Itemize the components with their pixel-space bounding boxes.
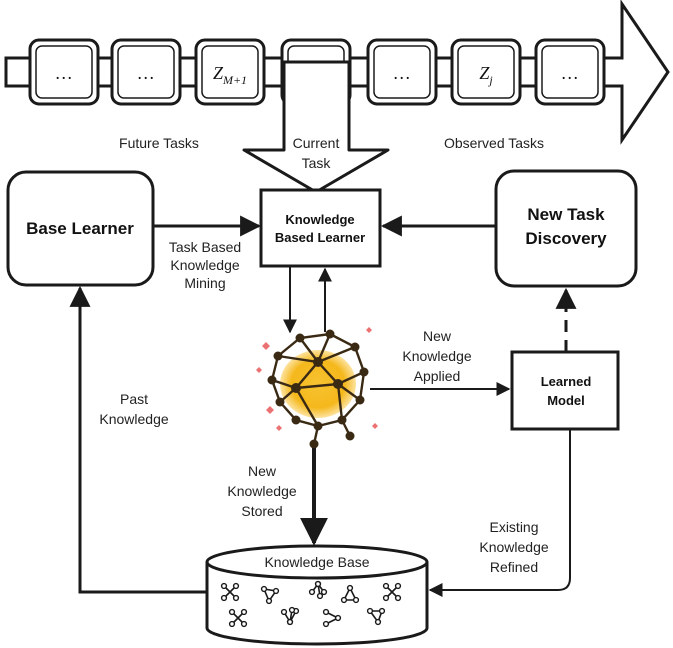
label-mining-line1: Task Based [169, 239, 241, 255]
network-icon [322, 608, 342, 628]
kbl-label-line2: Based Learner [275, 230, 365, 245]
label-refined: Existing Knowledge Refined [479, 519, 548, 575]
label-past-line2: Knowledge [99, 411, 168, 427]
network-icon [228, 608, 248, 628]
label-refined-line2: Knowledge [479, 539, 548, 555]
ntd-label-line1: New Task [527, 205, 605, 224]
network-icon [308, 580, 328, 600]
base-learner-label: Base Learner [26, 219, 134, 238]
network-icon [260, 585, 280, 605]
network-icon [220, 582, 240, 602]
task-cell: … [28, 38, 100, 106]
label-mining: Task Based Knowledge Mining [169, 239, 241, 291]
current-task-arrow [242, 60, 390, 194]
label-applied-line1: New [423, 328, 452, 344]
knowledge-base-cylinder: Knowledge Base [205, 544, 429, 646]
network-icon [280, 606, 300, 626]
ntd-label-line2: Discovery [525, 229, 607, 248]
arrow-kb-to-base [69, 285, 207, 594]
task-cell-label: … [138, 63, 154, 83]
task-cell-label: … [562, 63, 578, 83]
network-icon [382, 582, 402, 602]
current-task-label-line2: Task [302, 155, 332, 171]
observed-tasks-label: Observed Tasks [444, 135, 544, 151]
knowledge-base-label: Knowledge Base [264, 554, 369, 570]
lm-label-line2: Model [547, 393, 585, 408]
task-cell: … [366, 38, 438, 106]
label-mining-line2: Knowledge [170, 257, 239, 273]
task-cell: … [534, 38, 606, 106]
task-cell: … [110, 38, 182, 106]
current-task-label-line1: Current [293, 135, 340, 151]
label-stored-line2: Knowledge [227, 483, 296, 499]
label-stored-line1: New [248, 463, 277, 479]
knowledge-base-icons [220, 580, 402, 628]
future-tasks-label: Future Tasks [119, 135, 199, 151]
kbl-label-line1: Knowledge [285, 212, 354, 227]
task-cell: ZM+1 [194, 38, 266, 106]
task-cell-label: … [56, 63, 72, 83]
label-stored-line3: Stored [241, 503, 282, 519]
neural-network-icon [256, 327, 378, 449]
label-applied: New Knowledge Applied [402, 328, 471, 384]
label-stored: New Knowledge Stored [227, 463, 296, 519]
base-learner-box: Base Learner [6, 170, 155, 287]
network-icon [340, 584, 360, 604]
label-past-line1: Past [120, 391, 148, 407]
lm-label-line1: Learned [541, 374, 592, 389]
task-cell: Zj [450, 38, 522, 106]
knowledge-based-learner-box: Knowledge Based Learner [259, 188, 382, 268]
learned-model-box: Learned Model [510, 350, 620, 431]
label-past: Past Knowledge [99, 391, 168, 427]
task-stream-cells: ……ZM+1ZM…Zj… [28, 38, 606, 106]
label-mining-line3: Mining [184, 275, 225, 291]
label-applied-line3: Applied [414, 368, 461, 384]
label-refined-line1: Existing [489, 519, 538, 535]
arrow-model-to-kb [428, 429, 571, 597]
label-applied-line2: Knowledge [402, 348, 471, 364]
label-refined-line3: Refined [490, 559, 538, 575]
connectors [69, 215, 577, 597]
network-icon [366, 607, 386, 626]
task-cell-label: … [394, 63, 410, 83]
new-task-discovery-box: New Task Discovery [494, 169, 638, 288]
